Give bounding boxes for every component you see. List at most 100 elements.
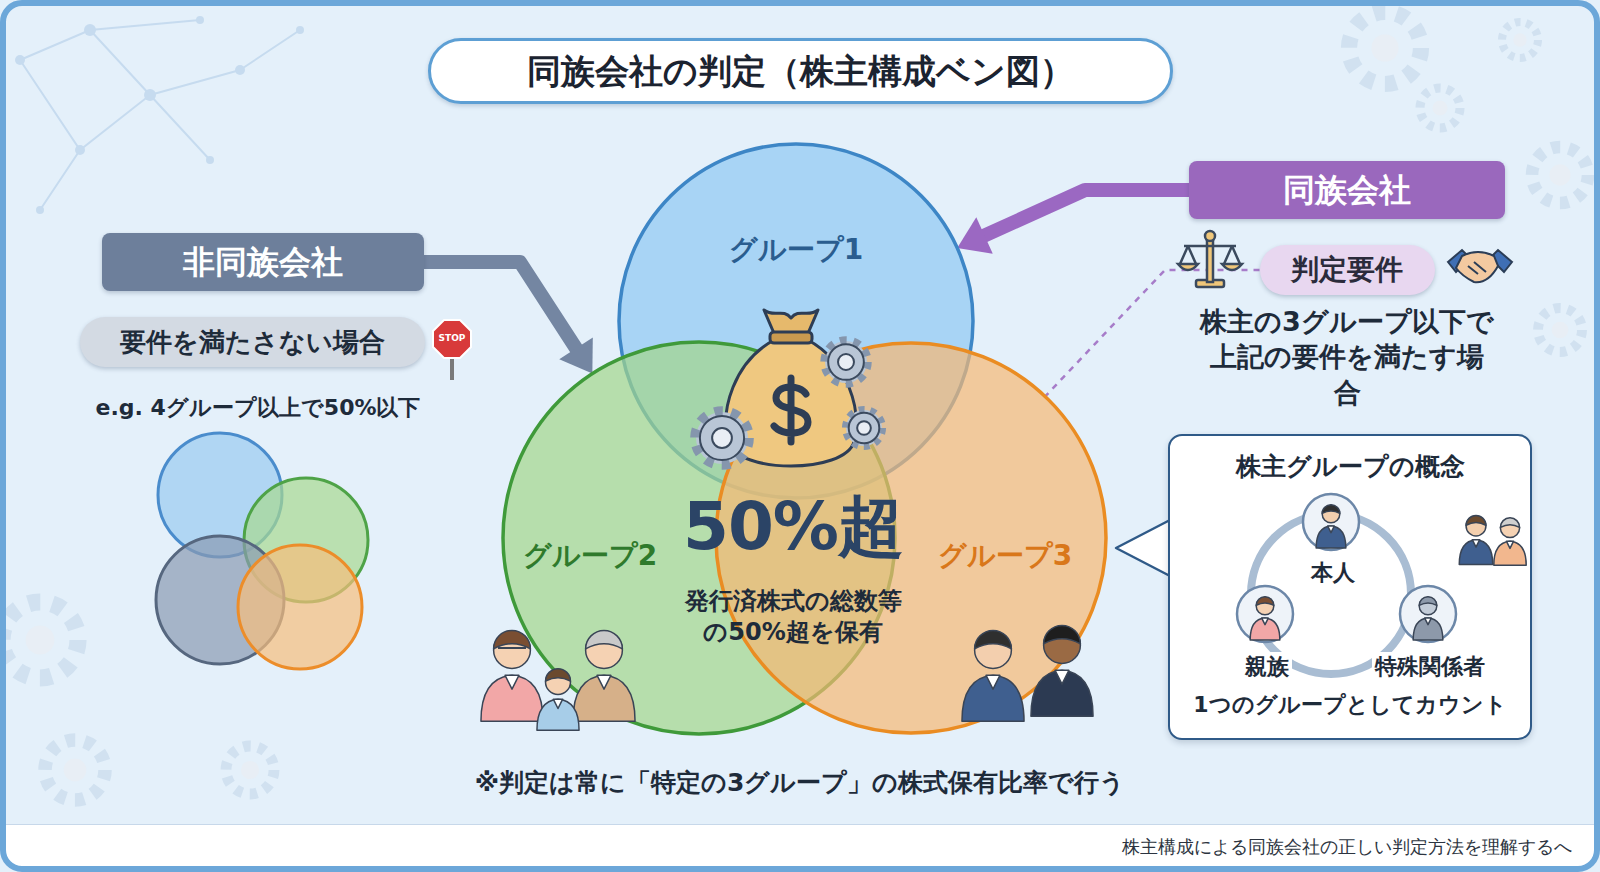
- gear-icon: [825, 341, 867, 383]
- handshake-icon: [1448, 250, 1512, 282]
- drawing-part: [546, 669, 571, 681]
- drawing-part: [2, 602, 78, 678]
- drawing-part: [481, 675, 543, 721]
- decor-part: [450, 356, 454, 380]
- drawing-part: [1549, 164, 1570, 185]
- drawing-part: [1500, 518, 1519, 537]
- person-icon: [962, 630, 1024, 721]
- drawing-part: [1256, 597, 1274, 615]
- small-venn: [156, 433, 368, 669]
- member-label: 特殊関係者: [1372, 652, 1488, 682]
- drawing-part: [241, 761, 259, 779]
- gear-icon: [2, 602, 78, 678]
- drawing-part: [1055, 670, 1069, 684]
- avatar-ring: [1400, 586, 1456, 642]
- member-text: 親族: [1245, 654, 1289, 679]
- status-box: 非同族会社: [102, 233, 424, 291]
- drawing-part: [1261, 618, 1268, 625]
- panel-note: 1つのグループとしてカウント: [1193, 692, 1506, 717]
- arrow-head: [957, 217, 993, 253]
- drawing-part: [712, 428, 732, 448]
- drawing-part: [1322, 505, 1340, 523]
- drawing-part: [1423, 91, 1457, 125]
- gear-icon: [45, 740, 105, 800]
- ownership-note-wrap: 発行済株式の総数等 の50%超を保有: [677, 586, 909, 648]
- decor-part: [1456, 252, 1498, 282]
- connector-line: [424, 262, 578, 352]
- stop-sign: [433, 320, 471, 380]
- drawing-part: [1419, 597, 1437, 615]
- drawing-part: [1505, 25, 1536, 56]
- callout-tail: [1116, 520, 1170, 576]
- footnote-wrap: ※判定は常に「特定の3グループ」の株式保有比率で行う: [475, 767, 1126, 800]
- drawing-part: [8, 608, 73, 673]
- drawing-part: [45, 740, 105, 800]
- person-icon: [537, 669, 579, 731]
- decor-part: [36, 206, 44, 214]
- gear-icon: [226, 746, 274, 794]
- circle-label-wrap: グループ3: [938, 537, 1072, 575]
- drawing-part: [1371, 34, 1398, 61]
- panel-heading: 株主グループの概念: [1236, 452, 1465, 481]
- decor-part: [1468, 262, 1486, 274]
- drawing-part: [1250, 618, 1280, 640]
- drawing-part: [1432, 100, 1447, 115]
- member-text: 本人: [1311, 560, 1355, 585]
- example-note-wrap: e.g. 4グループ以上で50%以下: [95, 394, 420, 423]
- avatar-ring: [1303, 494, 1359, 550]
- drawing-part: [1502, 22, 1538, 58]
- drawing-part: [986, 675, 1000, 689]
- drawing-part: [1327, 526, 1334, 533]
- drawing-part: [498, 647, 526, 649]
- drawing-part: [1500, 517, 1519, 527]
- gear-icon: [1420, 88, 1460, 128]
- drawing-part: [696, 412, 748, 464]
- big-percentage: 50%超: [683, 488, 903, 565]
- avatar-ring: [1237, 586, 1293, 642]
- stop-text: STOP: [439, 333, 466, 343]
- decor-part: [1222, 264, 1242, 270]
- scales-icon: [1178, 231, 1242, 287]
- decor-part: [433, 320, 471, 358]
- drawing-part: [1459, 539, 1492, 564]
- circle-label: グループ3: [938, 539, 1072, 572]
- example-note: e.g. 4グループ以上で50%以下: [95, 395, 420, 420]
- drawing-part: [573, 675, 635, 721]
- drawing-part: [1413, 618, 1443, 640]
- requirement-note-wrap: 株主の3グループ以下で 上記の要件を満たす場合: [1197, 304, 1497, 409]
- drawing-part: [1031, 670, 1093, 716]
- circle-label-wrap: グループ2: [523, 537, 657, 575]
- panel-text-wrap: 株主グループの概念: [1170, 450, 1530, 483]
- drawing-part: [825, 341, 867, 383]
- decor-part: [144, 89, 156, 101]
- gear-icon: [1538, 308, 1582, 352]
- title-pill: 同族会社の判定（株主構成ベン図）: [428, 38, 1173, 104]
- footer-band: 株主構成による同族会社の正しい判定方法を理解するへ: [6, 824, 1594, 867]
- node-text: 判定要件: [1291, 253, 1403, 286]
- drawing-part: [838, 354, 854, 370]
- gear-icon: [846, 410, 882, 446]
- drawing-part: [1256, 596, 1274, 605]
- decor-part: [696, 341, 882, 464]
- drawing-part: [857, 421, 871, 435]
- drawing-part: [1541, 311, 1578, 348]
- drawing-part: [700, 416, 744, 460]
- person-icon: [481, 630, 543, 721]
- person-icon: [1316, 504, 1346, 547]
- drawing-part: [537, 699, 579, 730]
- decor-part: [84, 24, 96, 36]
- decor-part: [196, 16, 204, 24]
- status-box: 同族会社: [1189, 161, 1505, 219]
- decor-part: [20, 20, 300, 210]
- drawing-part: [846, 410, 882, 446]
- node-text: 非同族会社: [183, 243, 343, 281]
- person-icon: [1031, 625, 1093, 716]
- drawing-part: [1493, 541, 1525, 565]
- member-text: 特殊関係者: [1375, 654, 1485, 679]
- circle-label: グループ2: [523, 539, 657, 572]
- decor-part: [238, 545, 362, 669]
- drawing-part: [828, 344, 864, 380]
- decor-part: [20, 20, 300, 210]
